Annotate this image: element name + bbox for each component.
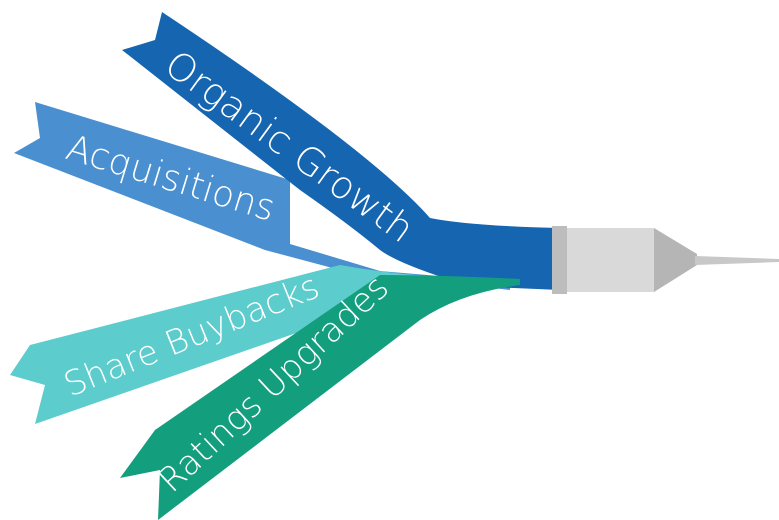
- dart-needle: [695, 256, 779, 265]
- dart-ferrule: [566, 228, 654, 292]
- dart-band: [552, 226, 567, 294]
- ribbon-acquisitions: [14, 102, 510, 290]
- ribbon-organic-growth: [122, 12, 560, 290]
- ribbon-ratings-upgrades: [120, 275, 520, 520]
- dart-cone: [654, 228, 697, 292]
